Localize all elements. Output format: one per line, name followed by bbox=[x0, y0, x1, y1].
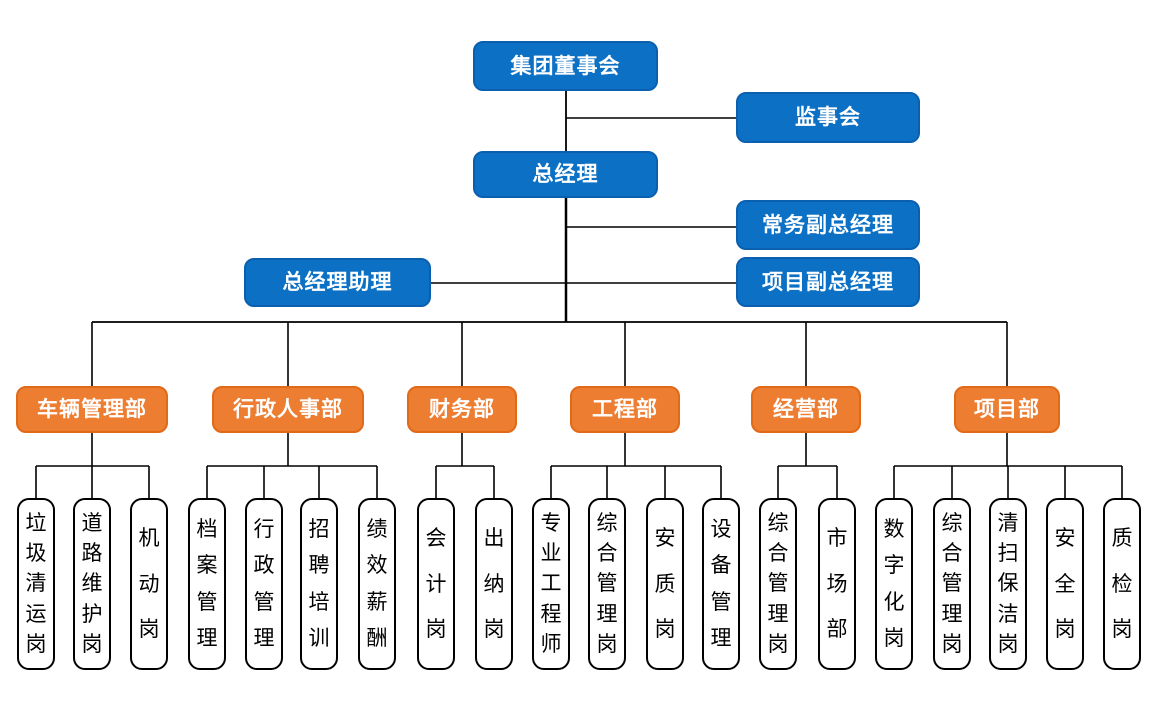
position-accounting: 会计岗 bbox=[417, 498, 455, 670]
position-quality-inspection: 质检岗 bbox=[1103, 498, 1141, 670]
position-general-management-engineering: 综合管理岗 bbox=[588, 498, 626, 670]
box-executive-deputy-gm: 常务副总经理 bbox=[736, 200, 920, 250]
position-sweeping-cleaning: 清扫保洁岗 bbox=[989, 498, 1027, 670]
position-garbage-collection: 垃圾清运岗 bbox=[17, 498, 55, 670]
dept-operations: 经营部 bbox=[751, 386, 861, 433]
position-archives-management: 档案管理 bbox=[188, 498, 226, 670]
position-admin-management: 行政管理 bbox=[245, 498, 283, 670]
dept-project: 项目部 bbox=[954, 386, 1060, 433]
position-professional-engineer: 专业工程师 bbox=[532, 498, 570, 670]
box-project-deputy-gm: 项目副总经理 bbox=[736, 257, 920, 307]
position-general-management-operations: 综合管理岗 bbox=[759, 498, 797, 670]
dept-vehicle-management: 车辆管理部 bbox=[16, 386, 168, 433]
position-road-maintenance: 道路维护岗 bbox=[73, 498, 111, 670]
box-supervisory-board: 监事会 bbox=[736, 92, 920, 143]
position-performance-compensation: 绩效薪酬 bbox=[358, 498, 396, 670]
position-equipment-management: 设备管理 bbox=[702, 498, 740, 670]
position-general-management-project: 综合管理岗 bbox=[933, 498, 971, 670]
position-digitalization: 数字化岗 bbox=[875, 498, 913, 670]
box-general-manager: 总经理 bbox=[473, 151, 658, 198]
dept-admin-hr: 行政人事部 bbox=[212, 386, 364, 433]
box-gm-assistant: 总经理助理 bbox=[244, 258, 431, 307]
position-safety-quality: 安质岗 bbox=[646, 498, 684, 670]
position-market: 市场部 bbox=[818, 498, 856, 670]
box-group-board: 集团董事会 bbox=[473, 41, 658, 91]
position-cashier: 出纳岗 bbox=[475, 498, 513, 670]
position-safety: 安全岗 bbox=[1046, 498, 1084, 670]
dept-finance: 财务部 bbox=[407, 386, 517, 433]
dept-engineering: 工程部 bbox=[570, 386, 680, 433]
position-recruitment-training: 招聘培训 bbox=[300, 498, 338, 670]
position-mobile-duty: 机动岗 bbox=[130, 498, 168, 670]
